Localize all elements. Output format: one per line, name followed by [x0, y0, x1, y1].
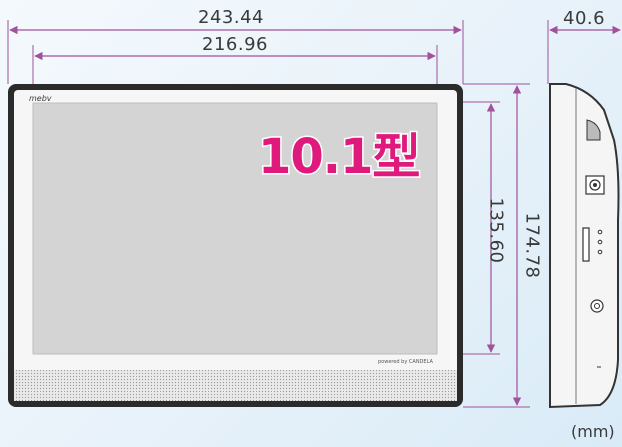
side-depth-label: 40.6 — [563, 8, 606, 29]
tv-screen — [32, 102, 438, 355]
speaker-grille — [14, 370, 457, 401]
overall-width-label: 243.44 — [198, 7, 264, 28]
side-bump-top — [586, 119, 601, 141]
brand-logo: mebv — [29, 94, 52, 103]
side-button-1 — [597, 229, 603, 235]
tv-front-view — [8, 84, 463, 407]
power-jack-icon — [589, 179, 601, 191]
screen-width-label: 216.96 — [202, 34, 268, 55]
sd-card-slot — [582, 227, 590, 262]
unit-label: (mm) — [571, 422, 615, 441]
screen-height-label: 135.60 — [485, 197, 507, 264]
side-button-2 — [597, 239, 603, 245]
powered-by-label: powered by CANDELA — [378, 359, 433, 365]
screen-size-badge: 10.1型 — [256, 128, 421, 187]
overall-height-label: 174.78 — [521, 212, 543, 279]
headphone-jack-icon — [590, 299, 604, 313]
side-button-3 — [597, 249, 603, 255]
tv-side-view — [549, 83, 620, 409]
